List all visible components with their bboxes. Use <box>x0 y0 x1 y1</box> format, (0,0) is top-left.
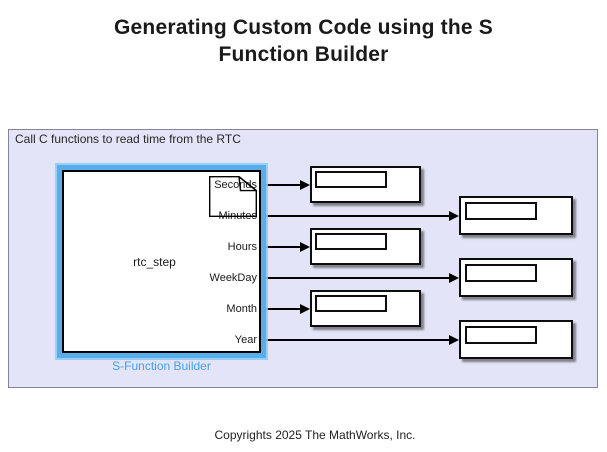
port-label-weekday: WeekDay <box>209 272 257 284</box>
page-title: Generating Custom Code using the S Funct… <box>0 14 607 68</box>
display-value-field <box>315 171 387 188</box>
wire-arrowhead-icon <box>300 242 310 252</box>
block-annotation[interactable]: S-Function Builder <box>112 359 211 373</box>
display-value-field <box>315 295 387 312</box>
display-block-minutes[interactable] <box>459 196 573 235</box>
signal-wire-year[interactable] <box>261 339 451 341</box>
display-value-field <box>465 326 537 344</box>
signal-wire-hours[interactable] <box>261 246 302 248</box>
display-value-field <box>315 233 387 250</box>
display-block-month[interactable] <box>310 290 421 327</box>
wire-arrowhead-icon <box>449 335 459 345</box>
page-title-line1: Generating Custom Code using the S <box>114 16 493 39</box>
wire-arrowhead-icon <box>449 211 459 221</box>
port-label-year: Year <box>234 334 257 346</box>
signal-wire-seconds[interactable] <box>261 184 302 186</box>
display-value-field <box>465 264 537 282</box>
display-block-seconds[interactable] <box>310 166 421 203</box>
page-title-line2: Function Builder <box>218 43 389 66</box>
copyright-text: Copyrights 2025 The MathWorks, Inc. <box>214 428 416 442</box>
port-label-month: Month <box>226 303 257 315</box>
wire-arrowhead-icon <box>300 180 310 190</box>
display-block-weekday[interactable] <box>459 258 573 297</box>
sfunction-builder-block[interactable]: rtc_step Seconds Minutes Hours WeekDay M… <box>62 170 261 353</box>
port-label-hours: Hours <box>227 241 257 253</box>
wire-arrowhead-icon <box>300 304 310 314</box>
display-value-field <box>465 202 537 220</box>
signal-wire-month[interactable] <box>261 308 302 310</box>
wire-arrowhead-icon <box>449 273 459 283</box>
display-block-hours[interactable] <box>310 228 421 265</box>
signal-wire-minutes[interactable] <box>261 215 451 217</box>
display-block-year[interactable] <box>459 320 573 359</box>
block-name-label: rtc_step <box>133 255 176 269</box>
area-label: Call C functions to read time from the R… <box>15 132 241 146</box>
signal-wire-weekday[interactable] <box>261 277 451 279</box>
s-function-page-icon <box>209 176 257 217</box>
